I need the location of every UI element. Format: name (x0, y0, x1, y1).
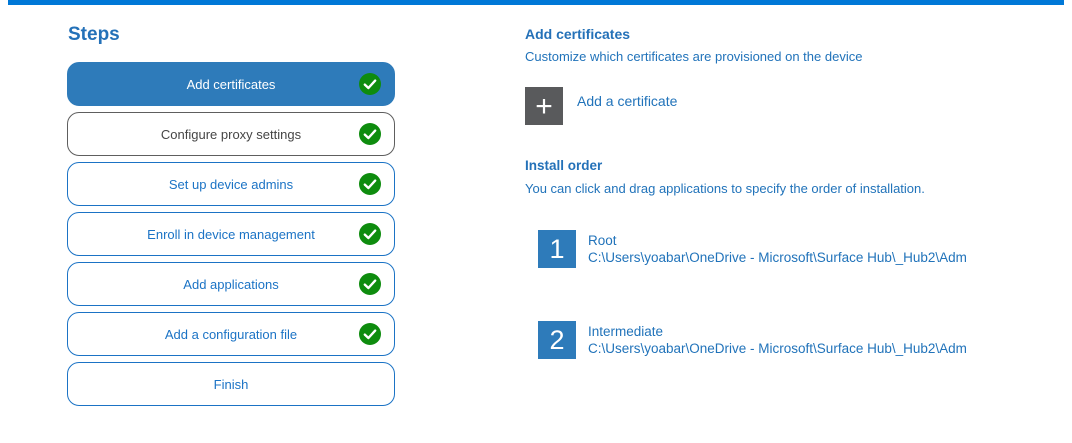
item-text: Root C:\Users\yoabar\OneDrive - Microsof… (588, 232, 967, 266)
content-title: Add certificates (525, 26, 631, 42)
step-button-enroll-in-device-management[interactable]: Enroll in device management (67, 212, 395, 256)
install-order-item[interactable]: 2 Intermediate C:\Users\yoabar\OneDrive … (538, 321, 967, 359)
step-button-label: Add a configuration file (164, 326, 298, 342)
step-button-set-up-device-admins[interactable]: Set up device admins (67, 162, 395, 206)
checkmark-icon (358, 172, 382, 196)
step-button-add-a-configuration-file[interactable]: Add a configuration file (67, 312, 395, 356)
item-path: C:\Users\yoabar\OneDrive - Microsoft\Sur… (588, 341, 967, 356)
step-button-finish[interactable]: Finish (67, 362, 395, 406)
install-order-title: Install order (525, 158, 603, 173)
step-button-add-applications[interactable]: Add applications (67, 262, 395, 306)
item-number-badge: 1 (538, 230, 576, 268)
plus-icon: + (535, 90, 553, 123)
checkmark-icon (358, 272, 382, 296)
step-button-configure-proxy-settings[interactable]: Configure proxy settings (67, 112, 395, 156)
item-name: Root (588, 233, 617, 248)
step-button-label: Set up device admins (168, 176, 294, 192)
add-certificate-button[interactable]: + (525, 87, 563, 125)
checkmark-icon (358, 222, 382, 246)
item-name: Intermediate (588, 324, 664, 339)
step-button-label: Enroll in device management (147, 226, 315, 242)
item-text: Intermediate C:\Users\yoabar\OneDrive - … (588, 323, 967, 357)
install-order-list: 1 Root C:\Users\yoabar\OneDrive - Micros… (538, 230, 967, 359)
steps-list: Add certificates Configure proxy setting… (67, 62, 395, 406)
step-button-label: Add applications (183, 276, 279, 292)
checkmark-icon (358, 322, 382, 346)
step-button-label: Finish (213, 376, 249, 392)
add-certificate-label[interactable]: Add a certificate (577, 93, 678, 109)
step-button-label: Add certificates (186, 76, 276, 92)
step-button-label: Configure proxy settings (160, 126, 302, 142)
steps-panel-title: Steps (68, 24, 120, 45)
checkmark-icon (358, 72, 382, 96)
checkmark-icon (358, 122, 382, 146)
item-path: C:\Users\yoabar\OneDrive - Microsoft\Sur… (588, 250, 967, 265)
content-subtitle: Customize which certificates are provisi… (525, 49, 863, 64)
install-order-description: You can click and drag applications to s… (525, 181, 925, 196)
install-order-item[interactable]: 1 Root C:\Users\yoabar\OneDrive - Micros… (538, 230, 967, 268)
item-number-badge: 2 (538, 321, 576, 359)
top-accent-bar (8, 0, 1064, 5)
step-button-add-certificates[interactable]: Add certificates (67, 62, 395, 106)
